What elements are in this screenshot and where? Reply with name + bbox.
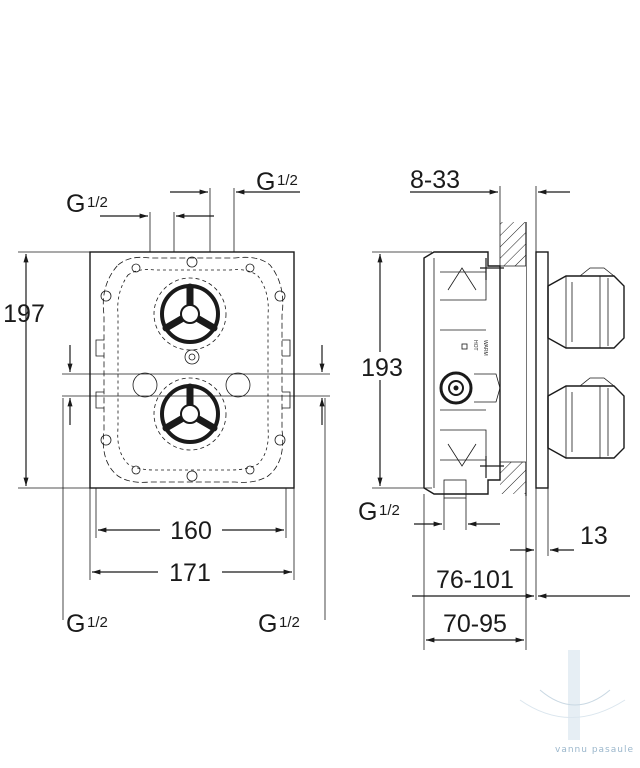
dim-70-95-label: 70-95	[443, 610, 507, 638]
dim-171	[89, 488, 295, 583]
side-handle-upper	[547, 267, 625, 349]
top-right-thread-g: G	[256, 168, 275, 196]
top-left-thread-dim	[100, 212, 214, 252]
dim-8-33-label: 8-33	[410, 166, 460, 194]
front-inner-body	[95, 256, 291, 483]
top-left-thread-g: G	[66, 190, 85, 218]
bottom-left-thread-g: G	[66, 610, 85, 638]
dim-171-label: 171	[169, 559, 211, 587]
bottom-left-thread-fraction: 1/2	[87, 614, 108, 631]
lower-cartridge	[153, 377, 227, 451]
dim-197-label: 197	[3, 300, 45, 328]
side-body: WARM HOT	[423, 251, 501, 499]
top-left-thread-fraction: 1/2	[87, 194, 108, 211]
side-bottom-thread-dim	[414, 498, 500, 530]
dim-76-101-label: 76-101	[436, 566, 514, 594]
side-thread-g: G	[358, 498, 377, 526]
side-thread-fraction: 1/2	[379, 502, 400, 519]
front-plate	[89, 251, 295, 489]
watermark-text: vannu pasaule	[555, 745, 634, 755]
dim-160-label: 160	[170, 517, 212, 545]
dim-197	[18, 251, 90, 489]
dim-13-label: 13	[580, 522, 608, 550]
label-warm: WARM	[482, 340, 488, 356]
dim-8-33	[410, 186, 570, 266]
upper-cartridge	[153, 277, 227, 351]
label-hot: HOT	[472, 340, 478, 351]
side-plate	[535, 251, 549, 489]
dim-70-95	[426, 496, 527, 650]
watermark-logo: vannu pasaule	[519, 650, 634, 755]
side-handle-lower	[547, 377, 625, 459]
dim-193	[357, 251, 432, 489]
top-right-thread-dim	[170, 188, 300, 252]
bottom-right-thread-fraction: 1/2	[279, 614, 300, 631]
dim-160	[95, 488, 287, 541]
side-screws	[480, 258, 504, 478]
top-right-thread-fraction: 1/2	[277, 172, 298, 189]
dim-193-label: 193	[361, 354, 403, 382]
side-view: WARM HOT	[357, 166, 630, 650]
front-view: 197 160 171 G	[3, 168, 330, 638]
dim-13	[510, 488, 574, 600]
dim-76-101	[412, 494, 630, 650]
bottom-right-thread-g: G	[258, 610, 277, 638]
